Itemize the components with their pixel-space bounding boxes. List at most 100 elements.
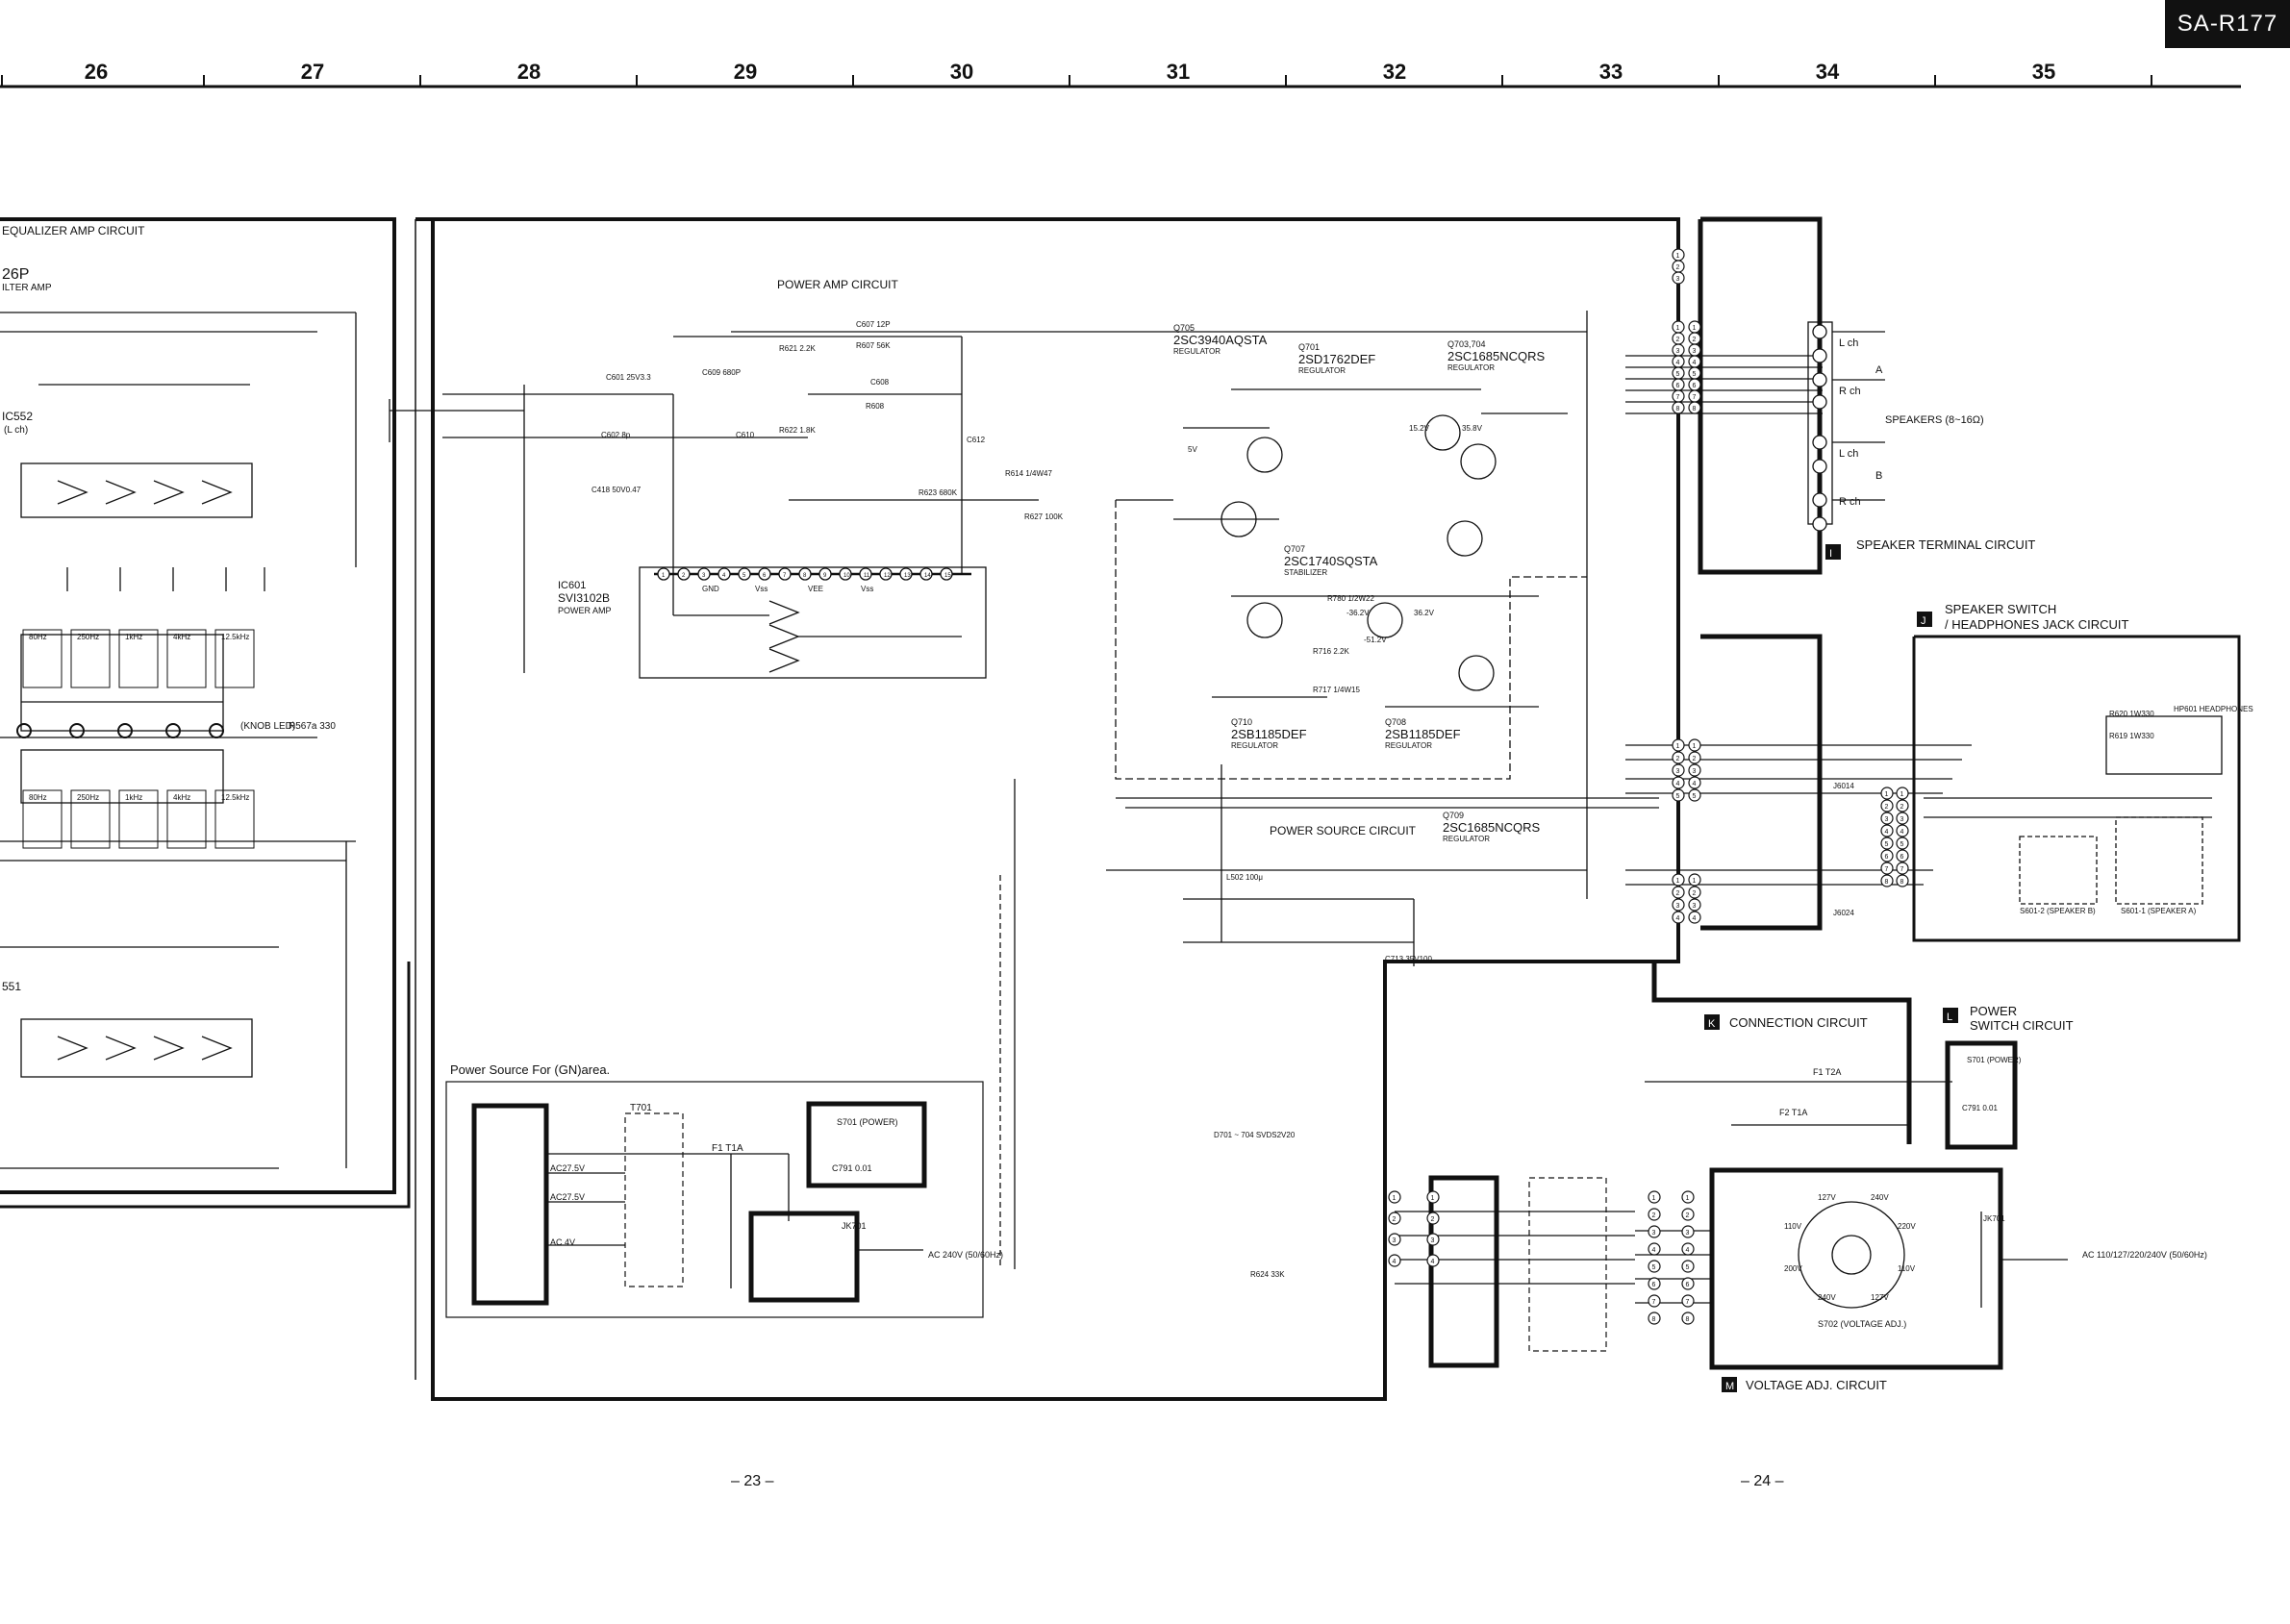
eq-slider-frame (118, 629, 159, 688)
connector-pin-icon (1688, 401, 1701, 414)
main-frame (415, 217, 1680, 1401)
ic601-pin-number: 7 (783, 573, 787, 579)
connector-pin-number: 7 (1900, 866, 1904, 873)
connector-pin-number: 8 (1676, 406, 1680, 412)
gn-fuse: F1 T1A (712, 1143, 743, 1154)
ic601-pin-icon (778, 567, 792, 581)
spk-ch-3: L ch (1839, 448, 1858, 460)
equalizer-amp-block: EQUALIZER AMP CIRCUIT 26P ILTER AMP IC55… (0, 217, 411, 1209)
power-switch-title-2: SWITCH CIRCUIT (1970, 1018, 2074, 1033)
eq-slider-frame (70, 629, 111, 688)
connector-pin-icon (1681, 1277, 1695, 1290)
block-letter-j-icon (1917, 612, 1932, 627)
gn-area-title: Power Source For (GN)area. (450, 1062, 610, 1077)
connector-pin-icon (1688, 873, 1701, 887)
connector-pin-number: 8 (1885, 879, 1889, 886)
eq-slider-frame (118, 789, 159, 849)
connector-pin-number: 4 (1676, 781, 1680, 787)
connector-pin-icon (1896, 862, 1909, 875)
connector-pin-number: 4 (1693, 915, 1697, 922)
ic601-pin-icon (758, 567, 771, 581)
connector-pin-icon (1426, 1254, 1440, 1267)
ic601-pin-number: 14 (924, 573, 931, 579)
power-switch-block: L POWER SWITCH CIRCUIT S701 (POWER) C791… (1943, 1004, 2074, 1150)
knob-resistor: R567a 330 (289, 721, 336, 732)
knob-led-icon (117, 723, 133, 738)
connector-pin-icon (1896, 849, 1909, 862)
connector-pin-icon (1896, 812, 1909, 825)
connector-pin-number: 5 (1686, 1264, 1690, 1271)
voltage-selector: S702 (VOLTAGE ADJ.) (1818, 1319, 1906, 1329)
connector-pin-number: 3 (1693, 903, 1697, 910)
grid-column-label: 26 (85, 60, 108, 84)
connector-pin-number: 3 (1900, 816, 1904, 823)
j6014: J6014 (1833, 782, 1854, 790)
block-letter-l: L (1947, 1012, 1952, 1023)
ic601-pin-number: 5 (742, 573, 746, 579)
connector-pin-number: 1 (1652, 1195, 1656, 1202)
ic601-pin-icon (738, 567, 751, 581)
power-switch-s701: S701 (POWER) (1967, 1056, 2022, 1064)
ic601-pin-number: 4 (722, 573, 726, 579)
j6024: J6024 (1833, 909, 1854, 917)
ic601-pin-number: 13 (904, 573, 911, 579)
connection-fuse-1: F1 T2A (1813, 1067, 1841, 1077)
gn-transformer: T701 (630, 1103, 652, 1113)
connector-pin-icon (1648, 1277, 1661, 1290)
equalizer-ic: 26P (2, 266, 29, 283)
knob-led-icon (69, 723, 85, 738)
connector-pin-number: 3 (1686, 1230, 1690, 1237)
gn-winding-2: AC27.5V (550, 1192, 585, 1202)
speaker-switch-title-1: SPEAKER SWITCH (1945, 602, 2056, 616)
block-letter-i: I (1829, 548, 1832, 560)
speaker-terminal-screw-icon (1812, 394, 1827, 410)
connector-pin-number: 6 (1693, 383, 1697, 389)
connector-pin-icon (1672, 401, 1685, 414)
connector-pin-icon (1388, 1233, 1401, 1246)
power-source-component-label: R780 1/2W22 (1327, 594, 1374, 603)
eq-frequency-label: 80Hz (29, 793, 47, 802)
spk-ch-4: R ch (1839, 496, 1861, 508)
connector-pin-number: 6 (1900, 854, 1904, 861)
connector-pin-number: 3 (1676, 903, 1680, 910)
connector-pin-number: 1 (1693, 325, 1697, 332)
connector-pin-number: 2 (1431, 1216, 1435, 1223)
connector-pin-icon (1896, 787, 1909, 800)
eq-frequency-label: 12.5kHz (221, 793, 249, 802)
connector-pin-number: 4 (1693, 360, 1697, 366)
voltage-readout: 35.8V (1462, 424, 1483, 433)
gn-plug: JK701 (842, 1221, 867, 1231)
connector-pin-number: 2 (1885, 804, 1889, 811)
connector-pin-number: 6 (1652, 1282, 1656, 1288)
connector-pin-icon (1648, 1225, 1661, 1238)
connector-pin-number: 1 (1676, 253, 1680, 260)
connector-pin-number: 5 (1885, 841, 1889, 848)
connector-pin-number: 3 (1393, 1237, 1397, 1244)
power-amp-component-label: C612 (967, 436, 986, 444)
power-amp-component-label: R614 1/4W47 (1005, 469, 1052, 478)
ic601-pin-number: 11 (864, 573, 870, 579)
block-letter-l-icon (1943, 1008, 1958, 1023)
connector-pin-icon (1681, 1242, 1695, 1256)
connector-pin-number: 4 (1676, 360, 1680, 366)
connector-pin-icon (1688, 751, 1701, 764)
connector-pin-number: 2 (1900, 804, 1904, 811)
eq-slider-frame (214, 789, 255, 849)
connector-pin-number: 7 (1885, 866, 1889, 873)
connector-pin-number: 2 (1676, 264, 1680, 271)
connector-pin-icon (1681, 1294, 1695, 1308)
connector-pin-number: 7 (1686, 1299, 1690, 1306)
connector-pin-number: 6 (1885, 854, 1889, 861)
connector-pin-icon (1681, 1312, 1695, 1325)
eq-slider-frame (22, 789, 63, 849)
voltage-readout: -51.2V (1364, 636, 1387, 644)
eq-slider-frame (166, 789, 207, 849)
transistor-ref: Q705 (1173, 323, 1195, 333)
spk-ch-1: L ch (1839, 337, 1858, 349)
gn-area-block: Power Source For (GN)area. T701 F1 T1A S… (445, 1062, 1003, 1318)
transistor-part: 2SB1185DEF (1231, 727, 1307, 741)
grid-column-label: 32 (1383, 60, 1406, 84)
